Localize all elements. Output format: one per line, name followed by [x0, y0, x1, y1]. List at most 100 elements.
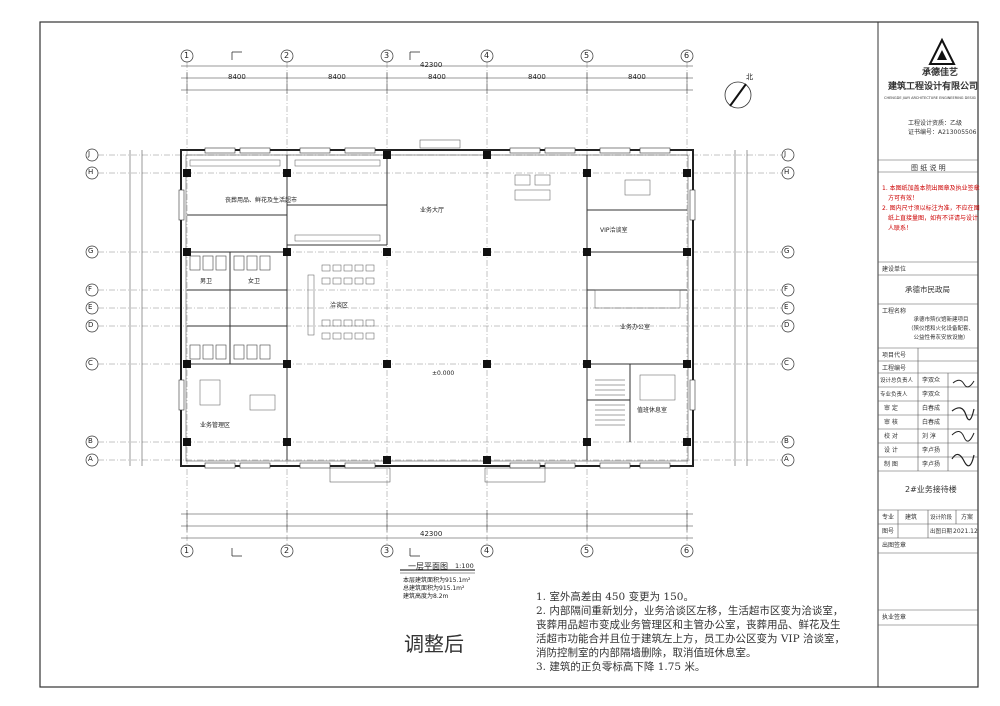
room-label-vip: VIP洽谈室: [600, 227, 628, 234]
project-code-label: 项目代号: [882, 352, 907, 359]
axis-label: 5: [584, 51, 590, 60]
company-english-name: CHENGDE JIAYI ARCHITECTURE ENGINEERING D…: [884, 96, 976, 100]
role-person: 白春成: [922, 419, 941, 426]
change-notes: 1. 室外高差由 450 变更为 150。 2. 内部隔间重新划分，业务洽谈区左…: [536, 590, 871, 674]
bay-dimension: 8400: [428, 73, 446, 81]
client-name: 承德市民政局: [905, 285, 950, 294]
axis-label: J: [88, 150, 91, 158]
role-person: 李卢扬: [922, 447, 941, 454]
axis-label: C: [88, 359, 93, 367]
axis-label: E: [784, 303, 789, 311]
job-number-label: 工程编号: [882, 365, 907, 372]
axis-label: H: [784, 168, 790, 176]
axis-label: 2: [284, 546, 290, 555]
floor-plan: [85, 49, 795, 574]
company-full-name: 建筑工程设计有限公司: [888, 82, 979, 92]
axis-label: 3: [384, 51, 390, 60]
axis-label: 5: [584, 546, 590, 555]
axis-label: 6: [684, 51, 690, 60]
axis-label: 4: [484, 51, 490, 60]
axis-label: 4: [484, 546, 490, 555]
axis-label: 3: [384, 546, 390, 555]
axis-label: A: [88, 455, 93, 463]
role-person: 白春成: [922, 405, 941, 412]
axis-label: F: [88, 285, 93, 293]
area-summary: 本层建筑面积为915.1m² 总建筑面积为915.1m² 建筑高度为8.2m: [403, 577, 471, 600]
plan-scale: 1:100: [455, 562, 474, 570]
project-name: 承德市殡仪馆新建项目 （殡仪馆和火化设备配套、 公益性骨灰安放设施）: [907, 317, 974, 341]
cert-number: 证书编号：A213005506: [908, 129, 977, 136]
plan-title: 一层平面图: [408, 562, 448, 571]
overall-dimension-top: 42300: [420, 61, 443, 69]
room-label-store: 丧葬用品、鲜花及生活超市: [225, 197, 298, 204]
axis-label: E: [88, 303, 93, 311]
issue-date-label: 出图日期: [930, 529, 953, 535]
signatures: [951, 379, 975, 467]
room-label-toilet-f: 女卫: [248, 278, 261, 285]
elevation-mark: ±0.000: [432, 370, 455, 377]
axis-label: J: [784, 150, 787, 158]
company-logo: [928, 37, 956, 65]
title-block-grid: [878, 159, 978, 626]
company-short-name: 承德佳艺: [922, 68, 959, 78]
bay-dimension: 8400: [328, 73, 346, 81]
stage-label: 设计阶段: [930, 515, 953, 521]
role-label: 制 图: [884, 461, 898, 468]
room-label-mgmt: 业务管理区: [200, 422, 231, 429]
north-arrow-icon: [724, 81, 752, 109]
discipline-label: 专业: [882, 514, 895, 521]
client-label: 建设单位: [882, 266, 907, 273]
role-label: 专业负责人: [880, 392, 908, 398]
axis-label: 2: [284, 51, 290, 60]
room-label-hall: 业务大厅: [420, 207, 445, 214]
note-line: 3. 建筑的正负零标高下降 1.75 米。: [536, 661, 706, 673]
role-person: 刘 淳: [922, 433, 936, 440]
drawing-notes: 1. 本图纸加盖本院出图章及执业签章 方可有效！ 2. 图内尺寸须以标注为准，不…: [882, 185, 980, 232]
discipline-value: 建筑: [905, 514, 918, 521]
bay-dimension: 8400: [228, 73, 246, 81]
drawing-notes-title: 图 纸 说 明: [911, 164, 946, 172]
note-line: 2. 内部隔间重新划分，业务洽谈区左移，生活超市区变为洽谈室，: [536, 605, 844, 617]
bay-dimension: 8400: [528, 73, 546, 81]
note-line: 活超市功能合并且位于建筑左上方，员工办公区变为 VIP 洽谈室，: [536, 633, 845, 645]
axis-label: H: [88, 168, 94, 176]
axis-label: C: [784, 359, 789, 367]
role-person: 李双众: [922, 377, 941, 384]
axis-label: D: [88, 321, 94, 329]
stage-value: 方案: [961, 514, 974, 521]
axis-label: 1: [184, 546, 190, 555]
note-line: 丧葬用品超市变成业务管理区和主管办公室，丧葬用品、鲜花及生: [536, 619, 841, 631]
note-line: 1. 室外高差由 450 变更为 150。: [536, 591, 694, 603]
overall-dimension-bottom: 42300: [420, 530, 443, 538]
axis-label: G: [784, 247, 790, 255]
drawing-name: 2#业务接待楼: [905, 485, 957, 494]
practice-seal-label: 执业签章: [882, 614, 907, 621]
axis-label: G: [88, 247, 94, 255]
adjusted-heading: 调整后: [404, 632, 464, 656]
role-person: 李卢扬: [922, 461, 941, 468]
role-label: 审 核: [884, 419, 898, 426]
axis-label: A: [784, 455, 789, 463]
room-label-duty: 值班休息室: [637, 407, 668, 414]
bay-dimension: 8400: [628, 73, 646, 81]
axis-label: D: [784, 321, 790, 329]
role-label: 设计总负责人: [880, 378, 914, 384]
issue-stamp-label: 出图签章: [882, 542, 907, 549]
drawing-number-label: 图号: [882, 528, 895, 535]
role-label: 审 定: [884, 405, 898, 412]
role-label: 设 计: [884, 447, 898, 454]
axis-label: B: [88, 437, 93, 445]
room-label-toilet-m: 男卫: [200, 278, 213, 285]
role-person: 李双众: [922, 391, 941, 398]
cert-level: 工程设计资质：乙级: [908, 120, 963, 127]
axis-label: B: [784, 437, 789, 445]
room-label-consult: 洽谈区: [330, 302, 349, 309]
axis-label: 1: [184, 51, 190, 60]
project-label: 工程名称: [882, 308, 907, 315]
axis-label: 6: [684, 546, 690, 555]
axis-label: F: [784, 285, 789, 293]
north-label: 北: [746, 73, 753, 81]
room-label-office: 业务办公室: [620, 324, 651, 331]
issue-date: 2021.12: [953, 528, 978, 535]
